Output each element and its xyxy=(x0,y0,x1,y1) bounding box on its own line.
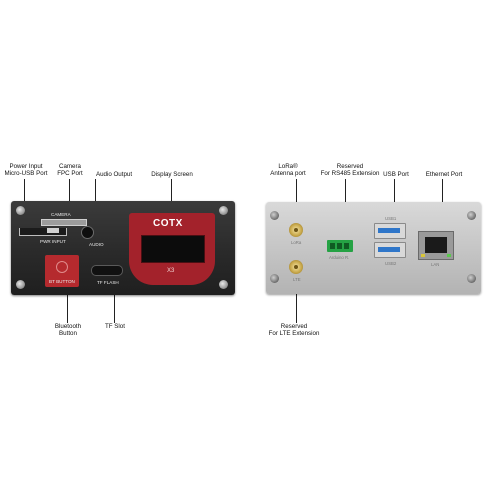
lan-label: LAN xyxy=(431,262,440,267)
lte-label: LTE xyxy=(293,277,301,282)
screw-icon xyxy=(270,211,279,220)
leader-line xyxy=(69,179,70,213)
usb-slot xyxy=(47,228,59,233)
usb-port-1[interactable] xyxy=(374,223,406,239)
power-micro-usb-port[interactable] xyxy=(19,228,67,236)
leader-line xyxy=(394,179,395,215)
ethernet-socket xyxy=(425,237,447,253)
arduino-label: Arduino R. xyxy=(329,255,350,260)
lora-antenna-port[interactable] xyxy=(289,223,303,237)
lte-antenna-port[interactable] xyxy=(289,260,303,274)
bluetooth-icon xyxy=(56,261,68,273)
label-ethernet-port: Ethernet Port xyxy=(425,171,463,178)
cotx-logo: COTX xyxy=(153,218,183,229)
label-tf-slot: TF Slot xyxy=(105,323,125,330)
bluetooth-button[interactable] xyxy=(45,255,79,287)
ethernet-port[interactable] xyxy=(418,231,454,260)
usb-tongue xyxy=(378,228,400,233)
label-lte: Reserved For LTE Extension xyxy=(268,323,320,338)
terminal-pin xyxy=(344,243,349,249)
screw-icon xyxy=(270,274,279,283)
bt-button-label: BT BUTTON xyxy=(49,279,75,284)
screw-icon xyxy=(16,280,25,289)
antenna-pin xyxy=(294,228,298,232)
label-bluetooth-button: Bluetooth Button xyxy=(54,323,82,338)
leader-line xyxy=(24,179,25,218)
camera-label: CAMERA xyxy=(51,212,71,217)
display-screen xyxy=(141,235,205,263)
screw-icon xyxy=(16,206,25,215)
label-lora-antenna: LoRa® Antenna port xyxy=(270,163,306,178)
usb-tongue xyxy=(378,247,400,252)
screw-icon xyxy=(219,280,228,289)
rear-panel: LoRa LTE Arduino R. USB1 USB2 LAN xyxy=(266,202,481,294)
audio-jack[interactable] xyxy=(81,226,94,239)
leader-line xyxy=(95,179,96,221)
led-indicator xyxy=(421,254,425,257)
front-panel: CAMERA PWR INPUT AUDIO BT BUTTON TF FLAS… xyxy=(11,201,235,295)
leader-line xyxy=(296,285,297,323)
tf-slot[interactable] xyxy=(91,265,123,276)
model-label: X3 xyxy=(167,268,175,274)
leader-line xyxy=(114,288,115,323)
label-display-screen: Display Screen xyxy=(151,171,193,178)
screw-icon xyxy=(467,211,476,220)
display-bezel: COTX X3 xyxy=(129,213,215,285)
led-indicator xyxy=(447,254,451,257)
label-power-input: Power Input Micro-USB Port xyxy=(4,163,48,178)
screw-icon xyxy=(219,206,228,215)
terminal-pin xyxy=(337,243,342,249)
tf-flash-label: TF FLASH xyxy=(97,280,119,285)
rs485-terminal[interactable] xyxy=(327,240,353,252)
leader-line xyxy=(171,179,172,217)
screw-icon xyxy=(467,274,476,283)
audio-label: AUDIO xyxy=(89,242,104,247)
label-usb-port: USB Port xyxy=(383,171,409,178)
usb2-label: USB2 xyxy=(385,261,397,266)
camera-fpc-port[interactable] xyxy=(41,219,87,226)
label-rs485: Reserved For RS485 Extension xyxy=(320,163,380,178)
lora-label: LoRa xyxy=(291,240,302,245)
leader-line xyxy=(296,179,297,207)
usb1-label: USB1 xyxy=(385,216,397,221)
pwr-input-label: PWR INPUT xyxy=(40,239,66,244)
terminal-pin xyxy=(330,243,335,249)
label-camera-fpc: Camera FPC Port xyxy=(57,163,83,178)
label-audio-output: Audio Output xyxy=(95,171,133,178)
antenna-pin xyxy=(294,265,298,269)
usb-port-2[interactable] xyxy=(374,242,406,258)
leader-line xyxy=(67,285,68,323)
